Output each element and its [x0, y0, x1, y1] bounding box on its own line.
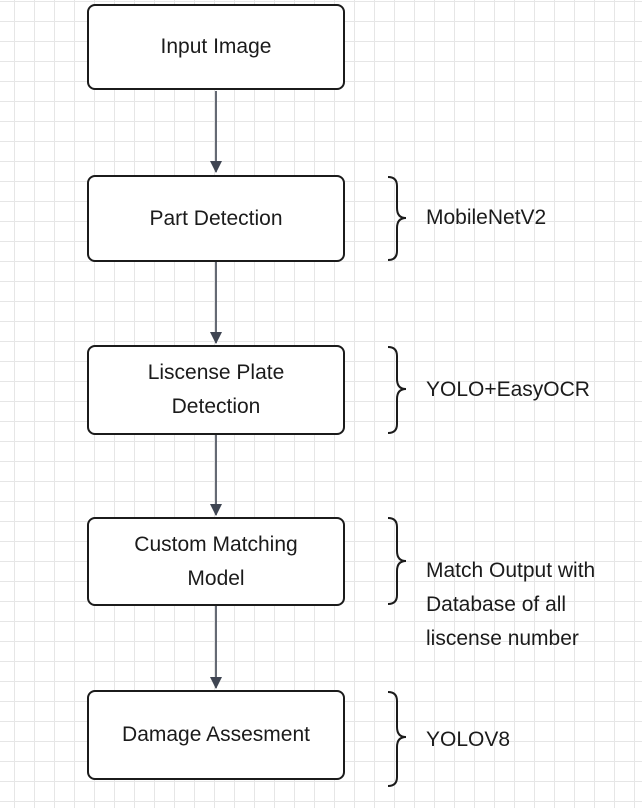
annotation-part-detection: MobileNetV2 [426, 201, 546, 235]
annotation-damage-assessment: YOLOV8 [426, 723, 510, 757]
brace-custom-matching [387, 517, 407, 605]
annotation-part-detection-text: MobileNetV2 [426, 206, 547, 229]
brace-part-detection [387, 176, 407, 261]
node-custom-matching-model-label: Custom Matching Model [134, 532, 298, 590]
node-input-image: Input Image [87, 4, 345, 90]
annotation-custom-matching-model-text: Match Output with Database of all liscen… [426, 559, 596, 650]
annotation-custom-matching-model: Match Output with Database of all liscen… [426, 520, 595, 656]
node-license-plate-detection-label: Liscense Plate Detection [147, 361, 285, 418]
node-part-detection: Part Detection [87, 175, 345, 262]
node-custom-matching-model: Custom Matching Model [87, 517, 345, 606]
annotation-license-plate-detection: YOLO+EasyOCR [426, 373, 590, 407]
node-damage-assessment-label: Damage Assesment [122, 723, 310, 746]
node-part-detection-label: Part Detection [149, 206, 283, 230]
annotation-damage-assessment-text: YOLOV8 [426, 728, 511, 751]
node-damage-assessment: Damage Assesment [87, 690, 345, 780]
node-input-image-label: Input Image [160, 35, 272, 58]
annotation-license-plate-detection-text: YOLO+EasyOCR [426, 378, 590, 401]
brace-damage-assessment [387, 691, 407, 787]
brace-license-plate [387, 346, 407, 434]
node-license-plate-detection: Liscense Plate Detection [87, 345, 345, 435]
